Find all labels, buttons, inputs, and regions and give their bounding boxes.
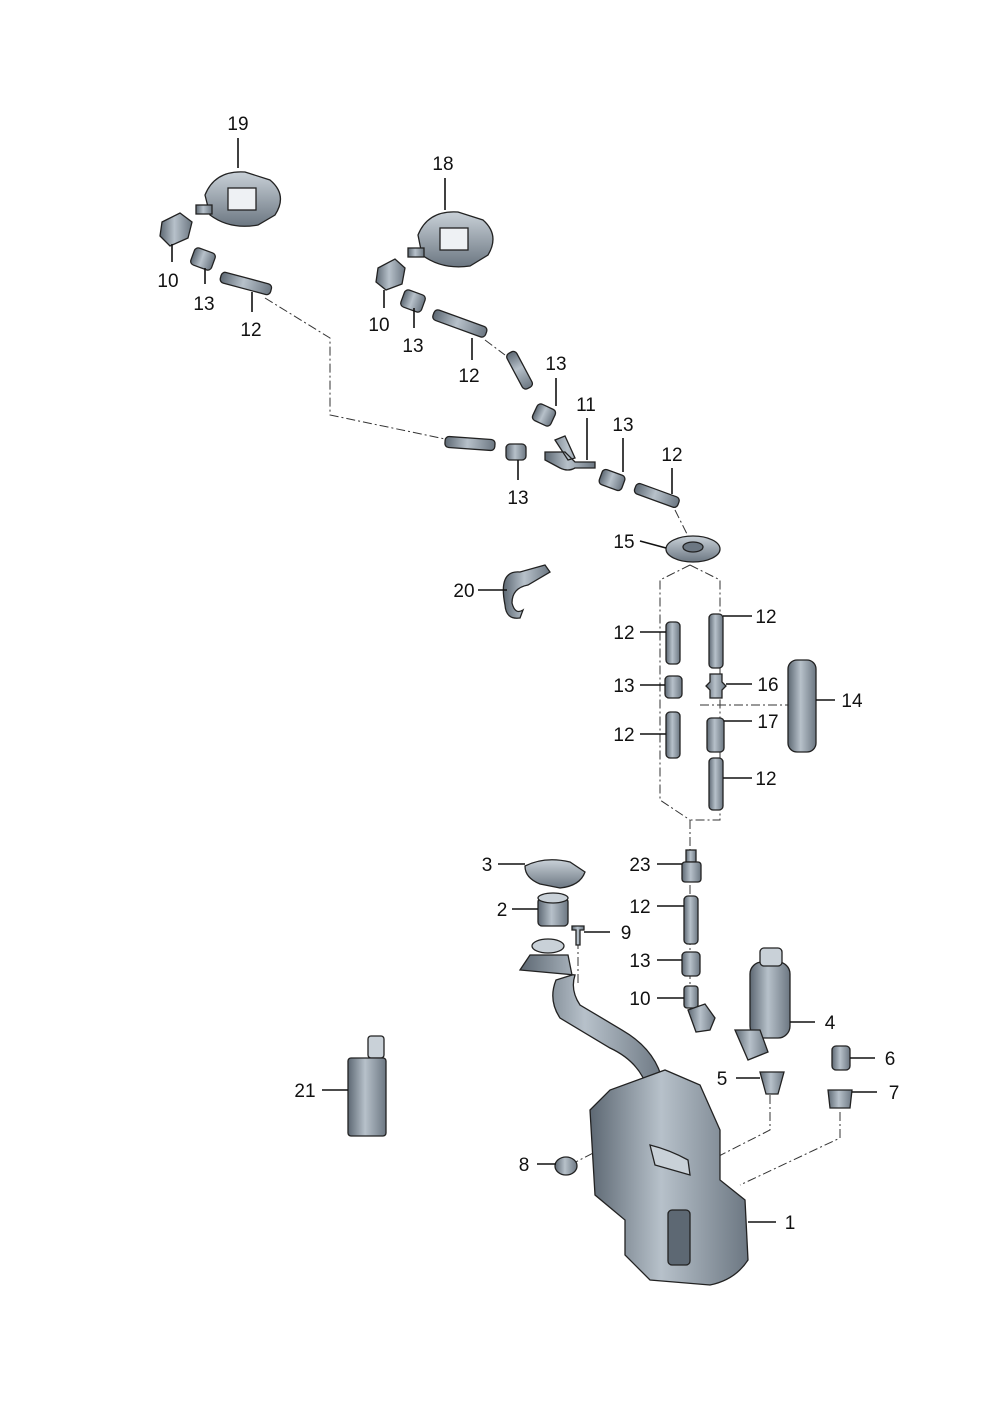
callout-12: 12 xyxy=(629,897,650,918)
callout-12: 12 xyxy=(613,725,634,746)
hose-12-right xyxy=(432,309,488,338)
hose-sleeve-13-lower-column xyxy=(681,951,701,977)
callout-12: 12 xyxy=(613,623,634,644)
callout-12: 12 xyxy=(755,769,776,790)
callout-5: 5 xyxy=(717,1069,728,1090)
elbow-connector xyxy=(687,1003,716,1033)
callout-19: 19 xyxy=(227,114,248,135)
filler-cap-3 xyxy=(524,859,586,889)
callout-13: 13 xyxy=(507,488,528,509)
grommet-7 xyxy=(827,1089,853,1109)
callout-13: 13 xyxy=(402,336,423,357)
cable-tie-20 xyxy=(502,564,551,619)
connector-10-lower xyxy=(683,985,699,1009)
washer-fluid-bottle-21 xyxy=(347,1035,387,1137)
callout-13: 13 xyxy=(613,676,634,697)
callout-10: 10 xyxy=(368,315,389,336)
hose-sleeve-13-right-lower xyxy=(598,468,626,492)
hose-sleeve-13-left xyxy=(190,247,216,271)
callout-17: 17 xyxy=(757,712,778,733)
hose-connector-10-right xyxy=(375,258,406,291)
callout-12: 12 xyxy=(458,366,479,387)
callout-11: 11 xyxy=(576,395,596,416)
grommet-15 xyxy=(665,535,721,563)
callout-1: 1 xyxy=(785,1213,796,1234)
parts xyxy=(159,171,853,1286)
callout-10: 10 xyxy=(629,989,650,1010)
hose-connector-10-left xyxy=(159,212,193,247)
clip-9 xyxy=(571,925,585,946)
callout-9: 9 xyxy=(621,923,632,944)
callout-13: 13 xyxy=(629,951,650,972)
callout-4: 4 xyxy=(825,1013,836,1034)
callout-23: 23 xyxy=(629,855,650,876)
grommet-6 xyxy=(831,1045,851,1071)
filler-neck-2 xyxy=(537,892,569,927)
callout-3: 3 xyxy=(482,855,493,876)
hose-12-lower-column xyxy=(683,895,699,945)
washer-nozzle-19 xyxy=(195,171,282,227)
callout-12: 12 xyxy=(240,320,261,341)
callout-13: 13 xyxy=(612,415,633,436)
hose-piece-centre xyxy=(506,350,534,390)
callout-12: 12 xyxy=(661,445,682,466)
callout-2: 2 xyxy=(497,900,508,921)
callout-15: 15 xyxy=(613,532,634,553)
callout-13: 13 xyxy=(545,354,566,375)
callout-20: 20 xyxy=(453,581,474,602)
callout-14: 14 xyxy=(841,691,863,712)
callout-18: 18 xyxy=(432,154,453,175)
callout-8: 8 xyxy=(519,1155,530,1176)
callout-21: 21 xyxy=(294,1081,315,1102)
callout-12: 12 xyxy=(755,607,776,628)
hose-sleeve-13-centre xyxy=(531,403,557,427)
grommet-5 xyxy=(759,1071,785,1095)
hose-12-column-right-bottom xyxy=(708,757,724,811)
hose-12-column-left-bottom xyxy=(665,711,681,759)
callout-7: 7 xyxy=(889,1083,900,1104)
washer-pump-4 xyxy=(734,947,791,1061)
sleeve-17 xyxy=(706,717,725,753)
connector-16 xyxy=(705,673,727,699)
leader-lines xyxy=(171,138,877,1223)
callout-6: 6 xyxy=(885,1049,896,1070)
callout-13: 13 xyxy=(193,294,214,315)
callout-16: 16 xyxy=(757,675,778,696)
nut-8 xyxy=(554,1156,578,1176)
check-valve-23 xyxy=(681,849,702,883)
hose-sleeve-13-column xyxy=(664,675,683,699)
callout-labels: 19 18 10 13 12 10 13 12 13 11 13 12 13 1… xyxy=(157,114,899,1234)
hose-sleeve-13-right xyxy=(400,289,426,313)
hose-12-lower-left xyxy=(444,435,496,452)
callout-10: 10 xyxy=(157,271,178,292)
protective-sleeve-14 xyxy=(787,659,817,753)
hose-sleeve-13-lower xyxy=(505,443,527,461)
washer-reservoir-1 xyxy=(589,1069,749,1286)
y-connector-11 xyxy=(544,435,596,471)
hose-12-left xyxy=(219,271,273,296)
hose-12-column-right-top xyxy=(708,613,724,669)
washer-nozzle-18 xyxy=(407,211,494,268)
hose-12-column-left-top xyxy=(665,621,681,665)
hose-12-right-lower xyxy=(633,482,680,509)
